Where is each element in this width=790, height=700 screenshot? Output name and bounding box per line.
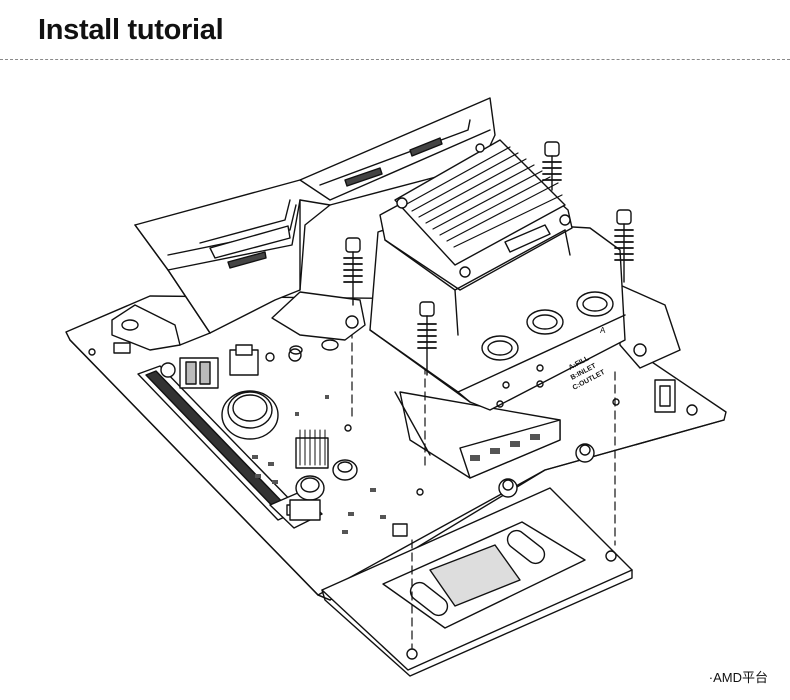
page-header: Install tutorial (0, 0, 790, 62)
platform-caption: ·AMD平台 (708, 670, 768, 685)
backplate (321, 487, 633, 677)
svg-text:A: A (600, 326, 606, 335)
dashed-divider (0, 59, 790, 60)
screw (417, 301, 437, 376)
screw (614, 209, 634, 283)
mounting-screws (343, 141, 634, 376)
cpu-socket (394, 391, 595, 498)
water-block: A A:FILL B:INLET C:OUTLET (369, 139, 626, 411)
board-components (88, 342, 698, 537)
vrm-heatsink (111, 97, 496, 351)
mounting-bracket (271, 284, 681, 369)
install-diagram: A A:FILL B:INLET C:OUTLET (65, 97, 727, 677)
screw (542, 141, 562, 191)
page-title: Install tutorial (38, 14, 224, 46)
screw (343, 237, 363, 306)
alignment-guides (351, 329, 616, 649)
